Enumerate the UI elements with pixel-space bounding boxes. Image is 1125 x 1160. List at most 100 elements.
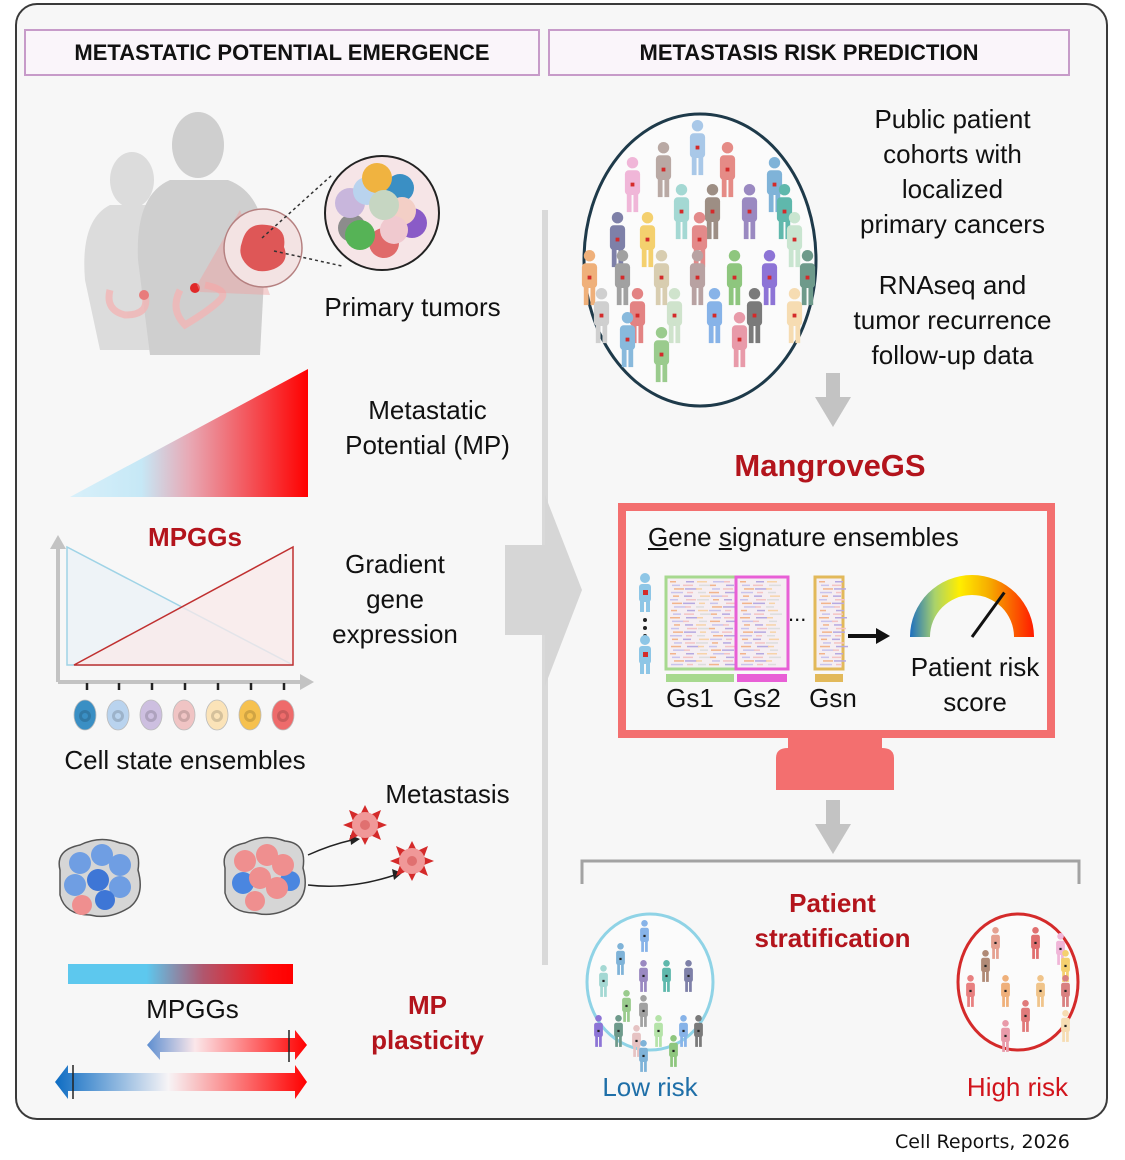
heatmap-cell — [835, 599, 845, 601]
heatmap-cell — [823, 660, 833, 662]
heatmap-cell — [753, 620, 759, 623]
heatmap-cell — [724, 599, 732, 601]
cell-state-icon — [106, 699, 130, 731]
heatmap-cell — [724, 635, 736, 637]
heatmap-cell — [696, 606, 704, 608]
heatmap-cell — [743, 649, 755, 651]
heatmap-cell — [698, 645, 704, 648]
heatmap-cell — [712, 588, 720, 590]
heatmap-cell — [757, 627, 767, 630]
heatmap-cell — [820, 645, 830, 648]
person-icon — [639, 1040, 648, 1072]
heatmap-cell — [836, 663, 842, 666]
heatmap-cell — [744, 642, 752, 644]
gs1-matrix — [664, 575, 738, 671]
heatmap-cell — [672, 620, 684, 623]
heatmap-cell — [754, 649, 760, 651]
heatmap-cell — [769, 638, 779, 641]
heatmap-cell — [670, 581, 676, 583]
heatmap-cell — [819, 617, 829, 619]
heatmap-cell — [726, 584, 734, 587]
heatmap-cell — [671, 645, 681, 648]
heatmap-cell — [672, 638, 678, 641]
data-text-line2: tumor recurrence — [853, 305, 1052, 335]
heatmap-cell — [712, 624, 724, 626]
person-icon — [639, 995, 648, 1027]
person-icon — [1031, 927, 1040, 959]
gs1-color-bar — [666, 674, 734, 682]
cohort-text-line3: localized — [901, 174, 1004, 204]
data-text-line3: follow-up data — [871, 340, 1034, 370]
heatmap-cell — [834, 606, 840, 608]
heatmap-cell — [683, 638, 691, 641]
heatmap-cell — [672, 602, 682, 605]
person-icon — [966, 975, 975, 1007]
matrix-ellipsis: ... — [788, 601, 807, 626]
high-mp-tumor-icon — [223, 836, 306, 916]
heatmap-cell — [833, 631, 845, 633]
wide-plasticity-arrow-icon — [55, 1065, 307, 1099]
heatmap-cell — [767, 617, 773, 619]
gradient-label-line1: Gradient — [345, 549, 445, 579]
heatmap-cell — [740, 581, 746, 583]
heatmap-cell — [696, 588, 702, 590]
cell-state-icon — [205, 699, 229, 731]
heatmap-cell — [698, 591, 706, 594]
heatmap-cell — [743, 613, 751, 615]
heatmap-cell — [671, 627, 679, 630]
heatmap-cell — [823, 588, 833, 590]
person-icon — [1061, 1010, 1070, 1042]
person-icon — [624, 157, 641, 213]
heatmap-cell — [697, 617, 703, 619]
cell-state-icon — [238, 699, 262, 731]
heatmap-cell — [699, 638, 709, 641]
tumor-clusters — [58, 805, 434, 918]
person-icon — [704, 184, 721, 240]
person-icon — [726, 250, 743, 306]
heatmap-cell — [700, 595, 710, 597]
heatmap-cell — [742, 638, 748, 641]
heatmap-cell — [753, 656, 763, 659]
risk-score-label: Patient risk score — [895, 650, 1055, 720]
person-icon — [684, 960, 693, 992]
cell-state-icon — [73, 699, 97, 731]
heatmap-cell — [674, 660, 684, 662]
heatmap-cell — [723, 588, 733, 590]
low-mp-tumor-icon — [58, 838, 141, 918]
person-icon — [689, 250, 706, 306]
heatmap-cell — [723, 624, 729, 626]
heatmap-cell — [833, 595, 841, 597]
heatmap-cell — [686, 617, 698, 619]
heatmap-cell — [726, 638, 732, 641]
heatmap-cell — [756, 599, 766, 601]
low-risk-group-circle — [585, 912, 715, 1072]
heatmap-cell — [754, 613, 764, 615]
title-mid: ene — [668, 522, 719, 552]
person-icon — [694, 1015, 703, 1047]
heatmap-cell — [725, 645, 735, 648]
patient-icon — [639, 635, 651, 674]
mp-gradient-triangle — [70, 369, 308, 497]
person-icon — [666, 288, 683, 344]
heatmap-cell — [711, 595, 723, 597]
heatmap-cell — [711, 613, 717, 615]
heatmap-cell — [769, 656, 781, 659]
person-icon — [669, 1035, 678, 1067]
cell-state-label: Cell state ensembles — [64, 745, 306, 775]
gsn-matrix — [813, 575, 848, 671]
heatmap-cell — [821, 620, 833, 623]
heatmap-cell — [674, 642, 682, 644]
big-right-arrow-icon — [505, 495, 582, 686]
data-description: RNAseq and tumor recurrence follow-up da… — [830, 268, 1075, 373]
heatmap-cell — [674, 588, 684, 590]
heatmap-cell — [821, 656, 829, 659]
heatmap-cell — [683, 656, 693, 659]
mpggs-bar-label: MPGGs — [146, 994, 239, 1024]
patient-icon — [639, 573, 651, 612]
person-icon — [689, 120, 706, 176]
heatmap-cell — [697, 599, 709, 601]
heatmap-cell — [820, 609, 826, 612]
mp-plasticity-line2: plasticity — [371, 1025, 484, 1055]
citation-footer: Cell Reports, 2026 — [895, 1131, 1070, 1153]
